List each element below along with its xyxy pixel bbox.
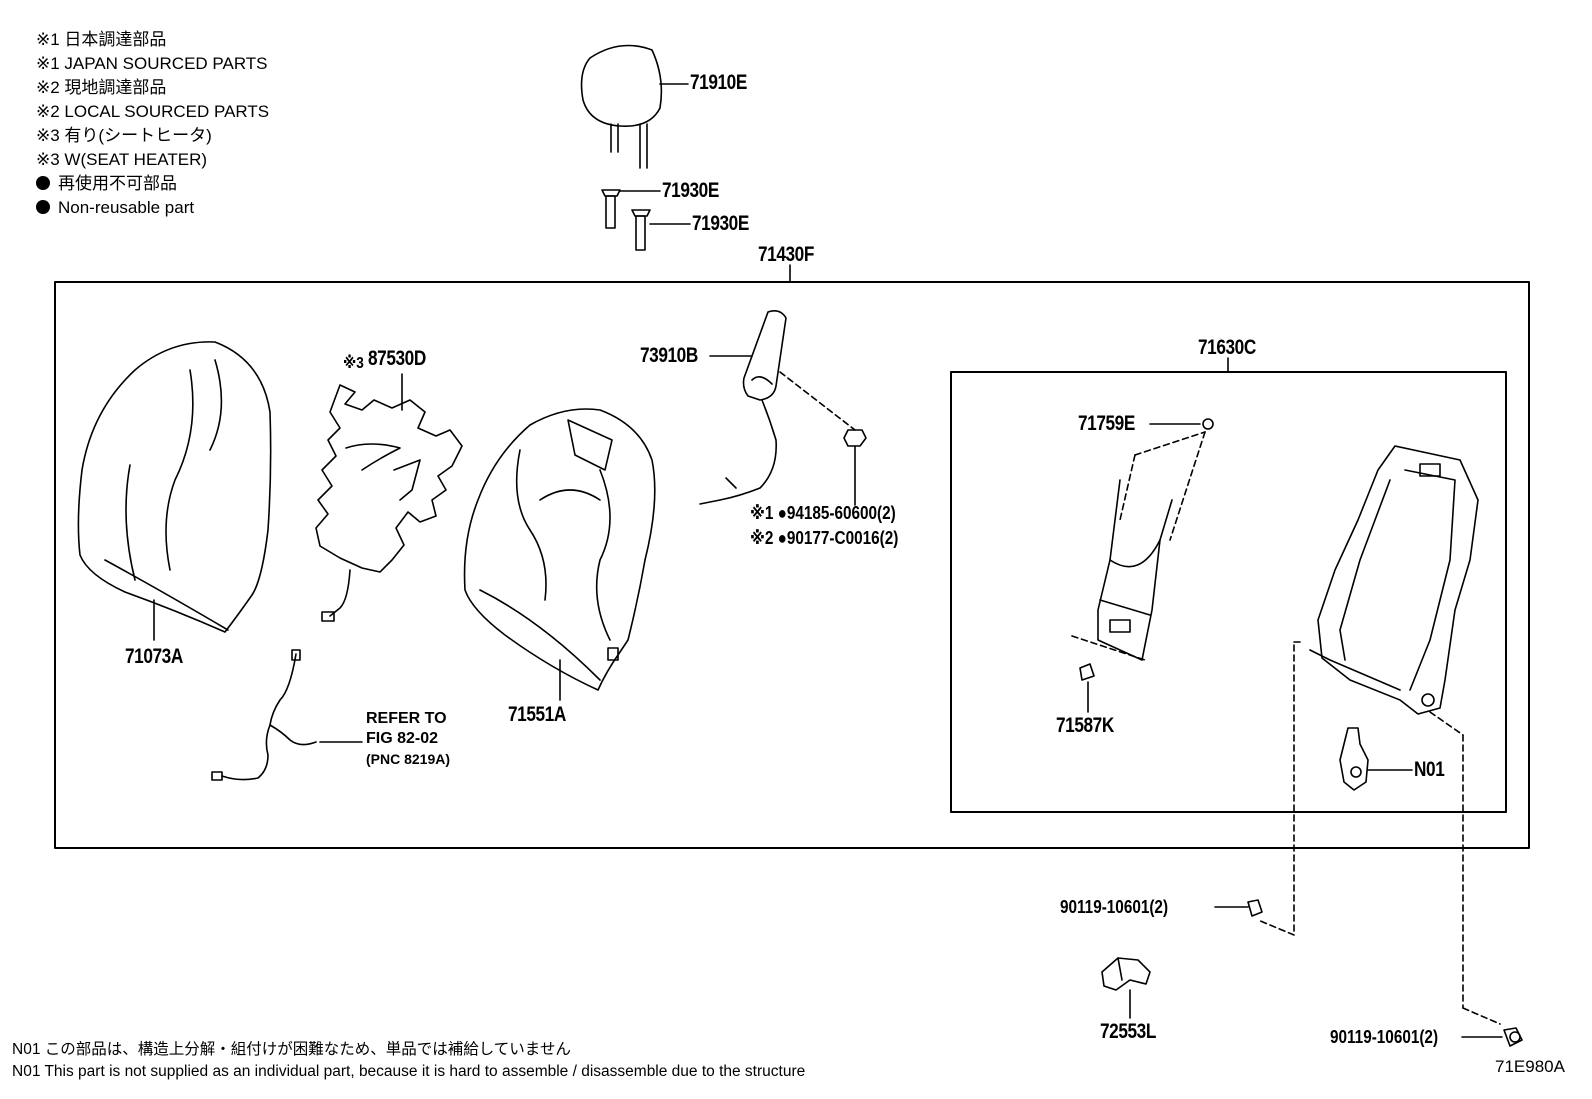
legend-item: ※3 有り(シートヒータ)	[36, 126, 212, 145]
legend-item: ※2 LOCAL SOURCED PARTS	[36, 102, 270, 121]
part-label-lower-cover[interactable]: 72553L	[1100, 1020, 1156, 1043]
part-label-headrest[interactable]: 71910E	[690, 71, 747, 94]
seat-cover-shape	[77, 341, 272, 641]
seat-frame-shape	[1257, 445, 1501, 1025]
frame-assembly-box	[950, 371, 1507, 813]
bullet-icon	[36, 200, 50, 214]
part-label-recliner[interactable]: N01	[1414, 758, 1445, 781]
heater-condition-mark: ※3	[343, 355, 364, 372]
recliner-shape	[1339, 727, 1413, 791]
refer-line-1: REFER TO	[366, 710, 447, 727]
figure-code: 71E980A	[1495, 1057, 1565, 1076]
part-label-guide-1[interactable]: 71930E	[662, 179, 719, 202]
legend-item: Non-reusable part	[36, 196, 269, 220]
part-label-seatback-assembly[interactable]: 71430F	[758, 243, 814, 266]
wire-harness-shape	[211, 649, 363, 781]
lower-cover-shape	[1101, 957, 1151, 1019]
refer-line-3: (PNC 8219A)	[366, 751, 451, 767]
legend-item: ※1 JAPAN SOURCED PARTS	[36, 54, 268, 73]
legend-item: 再使用不可部品	[36, 172, 269, 196]
legend-item: ※2 現地調達部品	[36, 78, 167, 97]
headrest-guide-shapes	[601, 189, 691, 251]
refer-note[interactable]: REFER TO FIG 82-02 (PNC 8219A)	[366, 709, 450, 769]
part-label-bolt-2[interactable]: 90119-10601(2)	[1330, 1027, 1439, 1047]
part-label-frame-assembly[interactable]: 71630C	[1198, 336, 1256, 359]
part-label-spring-clip[interactable]: 71759E	[1078, 412, 1135, 435]
part-label-airbag[interactable]: 73910B	[640, 344, 698, 367]
legend-item: ※1 日本調達部品	[36, 30, 167, 49]
part-label-guide-2[interactable]: 71930E	[692, 212, 749, 235]
legend-item: ※3 W(SEAT HEATER)	[36, 150, 208, 169]
lumbar-support-shape	[1071, 418, 1214, 713]
seat-heater-shape	[315, 373, 463, 622]
part-label-cover[interactable]: 71073A	[125, 645, 183, 668]
part-label-lumbar-clip[interactable]: 71587K	[1056, 714, 1114, 737]
legend: ※1 日本調達部品 ※1 JAPAN SOURCED PARTS ※2 現地調達…	[36, 28, 269, 220]
bolt-shapes	[1214, 899, 1523, 1047]
part-label-bolt-1[interactable]: 90119-10601(2)	[1060, 897, 1169, 917]
seat-pad-shape	[463, 408, 656, 701]
note-english: N01 This part is not supplied as an indi…	[12, 1063, 806, 1080]
part-label-nut-1[interactable]: ※1 ●94185-60600(2)	[750, 503, 896, 523]
note-japanese: N01 この部品は、構造上分解・組付けが困難なため、単品では補給していません	[12, 1041, 571, 1058]
part-label-nut-2[interactable]: ※2 ●90177-C0016(2)	[750, 528, 899, 548]
refer-line-2: FIG 82-02	[366, 730, 439, 747]
side-airbag-shape	[699, 310, 867, 506]
part-label-pad[interactable]: 71551A	[508, 703, 566, 726]
headrest-shape	[580, 44, 689, 169]
part-label-heater[interactable]: 87530D	[368, 347, 426, 370]
seatback-assembly-box	[54, 281, 1530, 849]
bullet-icon	[36, 176, 50, 190]
